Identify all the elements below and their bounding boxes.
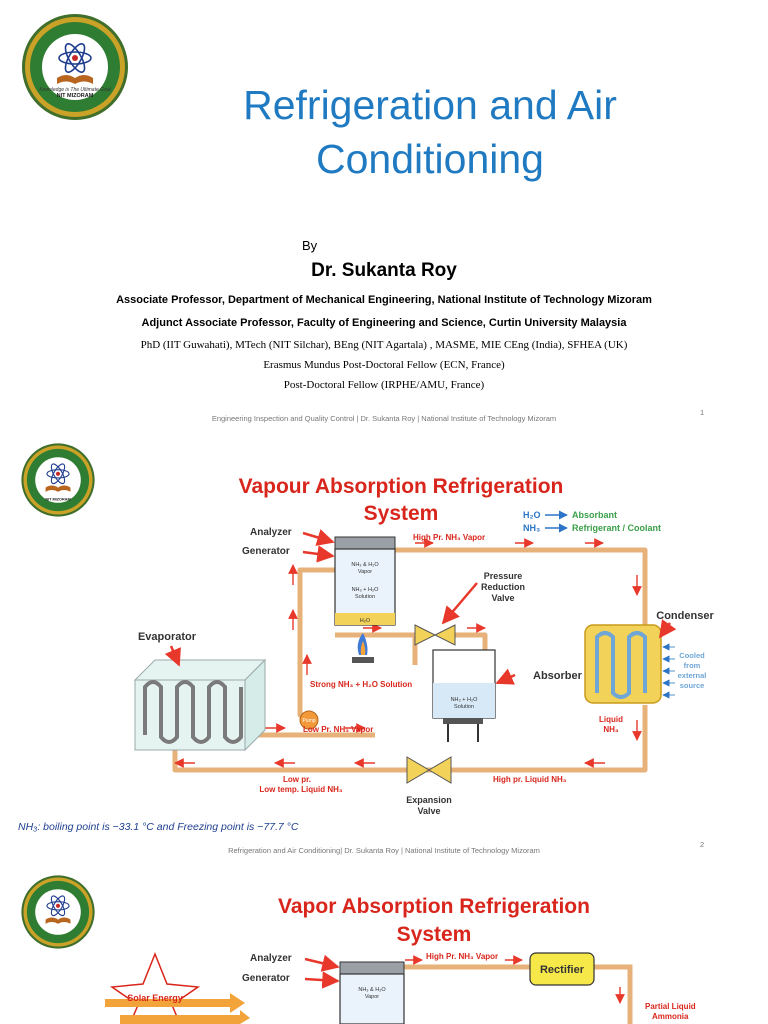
solar-energy: Solar Energy [105, 951, 250, 1024]
svg-text:H₂O: H₂O [523, 510, 541, 520]
logo-name: NIT MIZORAM [57, 93, 94, 99]
slide-3: Vapor Absorption Refrigeration System NH… [0, 862, 768, 1024]
svg-text:Generator: Generator [242, 973, 290, 984]
label-generator: Generator [242, 546, 290, 557]
diagram-title-1: Vapour Absorption Refrigeration [239, 475, 564, 498]
svg-text:NH₃ & H₂O: NH₃ & H₂O [351, 562, 379, 568]
slide1-page-number: 1 [700, 408, 705, 417]
svg-text:Analyzer: Analyzer [250, 953, 292, 964]
postdoc-1: Erasmus Mundus Post-Doctoral Fellow (ECN… [263, 359, 505, 371]
generator-tank: NH₃ & H₂O Vapor NH₃ + H₂O Solution H₂O [334, 536, 396, 626]
svg-text:Pressure: Pressure [484, 571, 523, 581]
svg-text:Ammonia: Ammonia [652, 1012, 689, 1021]
svg-text:NH₃ + H₂O: NH₃ + H₂O [451, 697, 479, 703]
svg-text:NH₃: NH₃ [523, 523, 540, 533]
svg-text:Rectifier: Rectifier [540, 964, 585, 976]
svg-text:Valve: Valve [491, 593, 514, 603]
svg-text:external: external [678, 671, 707, 680]
svg-text:Cooled: Cooled [679, 651, 705, 660]
nit-mizoram-logo: NIT MIZORAM [21, 443, 95, 517]
svg-text:NH₃: NH₃ [603, 725, 619, 734]
pump: Pump [299, 710, 319, 730]
slide-2: NIT MIZORAM Vapour Absorption Refrigerat… [0, 430, 768, 862]
vapour-absorption-diagram: Vapour Absorption Refrigeration System H… [133, 475, 714, 816]
label-strong-solution: Strong NH₃ + H₂O Solution [310, 680, 412, 689]
svg-text:Absorbant: Absorbant [572, 510, 617, 520]
svg-text:Expansion: Expansion [406, 795, 452, 805]
cooling-arrows [662, 643, 675, 699]
svg-text:NH₃ & H₂O: NH₃ & H₂O [358, 987, 386, 993]
nit-mizoram-logo: Knowledge is The Ultimate Goal NIT MIZOR… [22, 14, 128, 120]
logo-motto: Knowledge is The Ultimate Goal [39, 87, 111, 93]
label-high-pr-vapor: High Pr. NH₃ Vapor [413, 533, 485, 542]
evaporator: Evaporator [133, 631, 267, 752]
svg-text:Evaporator: Evaporator [138, 631, 197, 643]
affiliation-1: Associate Professor, Department of Mecha… [116, 294, 652, 306]
diagram2-title-1: Vapor Absorption Refrigeration [278, 895, 590, 918]
label-high-pr-liquid: High pr. Liquid NH₃ [493, 775, 567, 784]
rectifier: Rectifier [529, 952, 595, 986]
legend: H₂O Absorbant NH₃ Refrigerant / Coolant [523, 510, 661, 533]
svg-text:Liquid: Liquid [599, 715, 623, 724]
svg-text:Condenser: Condenser [656, 610, 714, 622]
svg-text:Solution: Solution [454, 704, 474, 710]
svg-text:Reduction: Reduction [481, 582, 525, 592]
svg-text:Valve: Valve [417, 806, 440, 816]
svg-text:NIT MIZORAM: NIT MIZORAM [45, 498, 70, 502]
by-label: By [302, 238, 318, 253]
svg-text:Refrigerant / Coolant: Refrigerant / Coolant [572, 523, 661, 533]
svg-text:High Pr. NH₃ Vapor: High Pr. NH₃ Vapor [426, 952, 498, 961]
slide1-title: Refrigeration and Air Conditioning [150, 78, 710, 186]
slide1-footer: Engineering Inspection and Quality Contr… [211, 414, 557, 423]
svg-text:source: source [680, 681, 705, 690]
title-line-2: Conditioning [316, 136, 544, 182]
svg-text:Solution: Solution [355, 594, 375, 600]
svg-text:Low pr.: Low pr. [283, 775, 311, 784]
absorber-tank: NH₃ + H₂O Solution Absorber [432, 649, 583, 742]
svg-text:from: from [684, 661, 701, 670]
title-line-1: Refrigeration and Air [243, 82, 617, 128]
slide2-footer: Refrigeration and Air Conditioning| Dr. … [228, 846, 540, 855]
pressure-reduction-valve: Pressure Reduction Valve [414, 571, 525, 646]
author-name: Dr. Sukanta Roy [311, 260, 457, 281]
flow-arrows [174, 538, 642, 768]
svg-text:Absorber: Absorber [533, 670, 583, 682]
expansion-valve: Expansion Valve [406, 756, 452, 816]
slide2-page-number: 2 [700, 840, 705, 849]
condenser: Condenser Cooled from external source [584, 610, 714, 704]
slide-1: Knowledge is The Ultimate Goal NIT MIZOR… [0, 0, 768, 430]
vapor-absorption-diagram-2: Vapor Absorption Refrigeration System NH… [105, 895, 696, 1024]
diagram2-title-2: System [397, 923, 472, 946]
postdoc-2: Post-Doctoral Fellow (IRPHE/AMU, France) [283, 379, 485, 391]
svg-text:Vapor: Vapor [358, 569, 372, 575]
label-analyzer: Analyzer [250, 527, 292, 538]
svg-text:Pump: Pump [302, 718, 315, 724]
diagram-title-2: System [364, 502, 439, 525]
svg-text:NH₃ + H₂O: NH₃ + H₂O [352, 587, 380, 593]
svg-text:H₂O: H₂O [360, 618, 371, 624]
svg-text:Vapor: Vapor [365, 994, 379, 1000]
svg-text:Low temp. Liquid NH₃: Low temp. Liquid NH₃ [259, 785, 343, 794]
nh3-note: NH₃: boiling point is −33.1 °C and Freez… [18, 821, 299, 833]
affiliation-2: Adjunct Associate Professor, Faculty of … [141, 317, 627, 329]
label-low-pr-vapor: Low Pr. NH₃ Vapor [303, 725, 373, 734]
burner-flame [352, 633, 374, 663]
degrees: PhD (IIT Guwahati), MTech (NIT Silchar),… [140, 339, 628, 351]
svg-text:Partial Liquid: Partial Liquid [645, 1002, 696, 1011]
nit-mizoram-logo [21, 875, 95, 949]
svg-text:Solar Energy: Solar Energy [127, 993, 183, 1003]
